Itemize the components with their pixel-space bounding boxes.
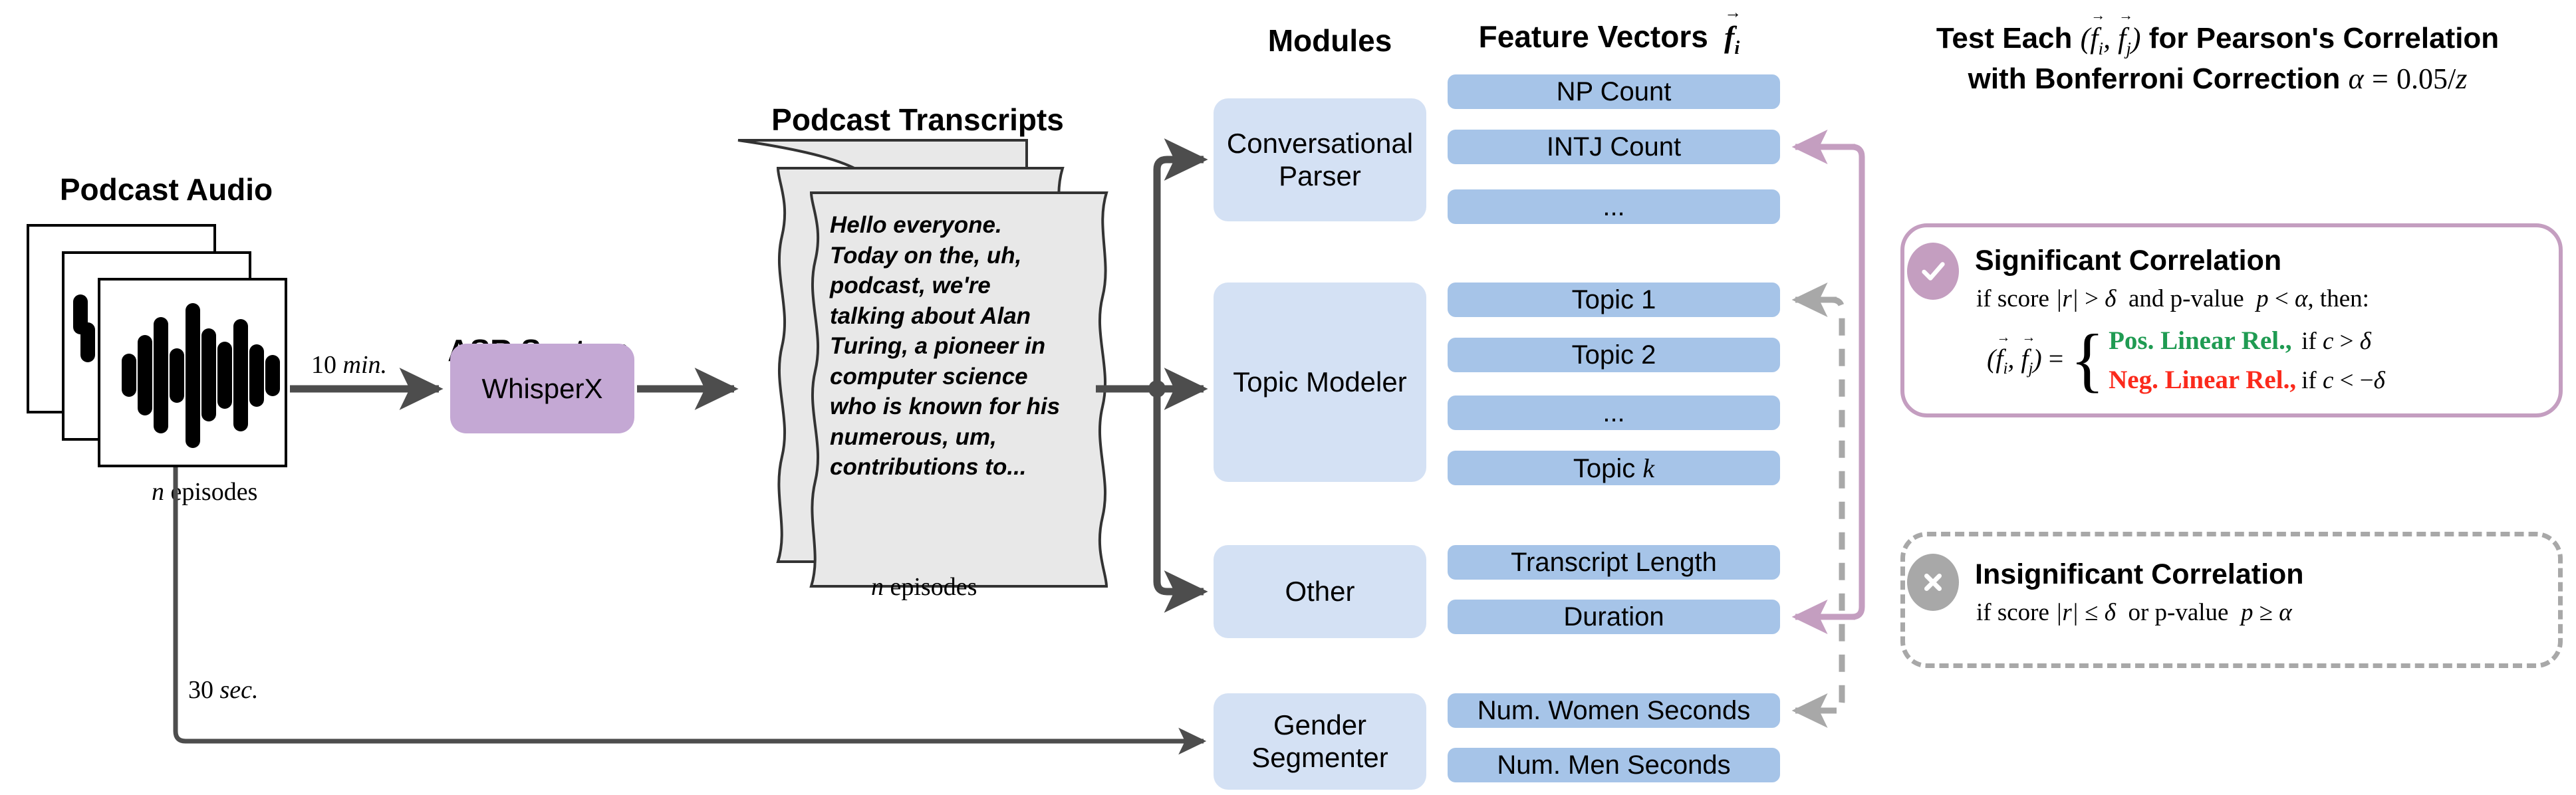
case-negative: Neg. Linear Rel., if c < −δ <box>2109 365 2385 395</box>
module-label: Conversational Parser <box>1226 128 1414 191</box>
module-label: Gender Segmenter <box>1251 709 1388 773</box>
connector-insignificant-correlation <box>1795 296 1845 714</box>
ten-min-label: 10 min. <box>311 351 387 379</box>
waveform-bar <box>122 354 136 397</box>
feature-label: Topic k <box>1573 453 1655 483</box>
waveform-bar <box>233 319 248 431</box>
arrow-branch-to-other <box>1153 389 1208 613</box>
case-positive-condition: if c > δ <box>2301 328 2371 355</box>
case-lhs: (f→i, f→j) = <box>1987 328 2064 378</box>
n-episodes-transcripts-label: n episodes <box>871 573 977 601</box>
waveform-bar <box>154 317 168 433</box>
brace-icon: { <box>2070 320 2105 399</box>
module-gender-segmenter[interactable]: Gender Segmenter <box>1214 693 1426 790</box>
insignificant-correlation-card <box>1900 532 2563 668</box>
case-positive-label: Pos. Linear Rel., <box>2109 326 2292 355</box>
analysis-title-line1: Test Each (f→i, f→j) for Pearson's Corre… <box>1936 7 2500 58</box>
check-icon <box>1907 243 1959 300</box>
module-conversational-parser[interactable]: Conversational Parser <box>1214 98 1426 221</box>
thirty-sec-label: 30 sec. <box>188 676 259 704</box>
branch-junction-dot <box>1148 380 1166 397</box>
connector-significant-correlation <box>1795 144 1865 620</box>
feature-np-count[interactable]: NP Count <box>1448 74 1780 109</box>
feature-transcript-length[interactable]: Transcript Length <box>1448 545 1780 580</box>
modules-column-title: Modules <box>1267 23 1392 58</box>
audio-card-front <box>98 278 287 467</box>
waveform-bar <box>80 322 95 362</box>
significant-cases: (f→i, f→j) = { Pos. Linear Rel., if c > … <box>1987 320 2385 399</box>
feature-topic-k[interactable]: Topic k <box>1448 451 1780 485</box>
feature-vectors-label: Feature Vectors <box>1478 19 1708 54</box>
feature-vector-symbol: f→i <box>1724 3 1742 59</box>
analysis-title-line2: with Bonferroni Correction α = 0.05/z <box>1968 62 2468 95</box>
feature-num-women-seconds[interactable]: Num. Women Seconds <box>1448 693 1780 728</box>
feature-duration[interactable]: Duration <box>1448 600 1780 634</box>
feature-topic-2[interactable]: Topic 2 <box>1448 338 1780 372</box>
waveform-bar <box>249 344 264 407</box>
arrow-branch-to-parser <box>1153 138 1208 389</box>
transcript-text: Hello everyone. Today on the, uh, podcas… <box>830 212 1061 480</box>
feature-num-men-seconds[interactable]: Num. Men Seconds <box>1448 748 1780 782</box>
waveform-bar <box>201 328 216 421</box>
feature-intj-count[interactable]: INTJ Count <box>1448 130 1780 164</box>
significant-heading: Significant Correlation <box>1975 245 2282 277</box>
feature-parser-ellipsis[interactable]: ... <box>1448 189 1780 224</box>
podcast-transcripts-title: Podcast Transcripts <box>771 102 1064 137</box>
insignificant-condition: if score |r| ≤ δ or p-value p ≥ α <box>1976 599 2292 626</box>
module-label: Other <box>1285 575 1355 607</box>
module-topic-modeler[interactable]: Topic Modeler <box>1214 283 1426 482</box>
cross-icon <box>1907 554 1959 611</box>
podcast-audio-title: Podcast Audio <box>59 172 273 207</box>
case-negative-label: Neg. Linear Rel., <box>2109 366 2297 394</box>
module-label: Topic Modeler <box>1233 366 1407 397</box>
significant-correlation-card <box>1900 223 2563 417</box>
waveform-bar <box>186 303 200 448</box>
case-negative-condition: if c < −δ <box>2301 367 2385 394</box>
insignificant-heading: Insignificant Correlation <box>1975 558 2304 590</box>
waveform-bar <box>265 355 280 396</box>
waveform-bar <box>217 342 232 409</box>
n-episodes-audio-label: n episodes <box>152 478 258 506</box>
feature-topic-1[interactable]: Topic 1 <box>1448 283 1780 317</box>
waveform-bar <box>138 335 152 415</box>
feature-vectors-column-title: Feature Vectors f→i <box>1443 3 1775 59</box>
waveform-bar <box>170 348 184 403</box>
whisperx-box[interactable]: WhisperX <box>450 344 634 433</box>
feature-topic-ellipsis[interactable]: ... <box>1448 396 1780 430</box>
module-other[interactable]: Other <box>1214 545 1426 638</box>
significant-condition: if score |r| > δ and p-value p < α, then… <box>1976 285 2369 312</box>
case-positive: Pos. Linear Rel., if c > δ <box>2109 326 2385 356</box>
analysis-title: Test Each (f→i, f→j) for Pearson's Corre… <box>1868 7 2567 98</box>
